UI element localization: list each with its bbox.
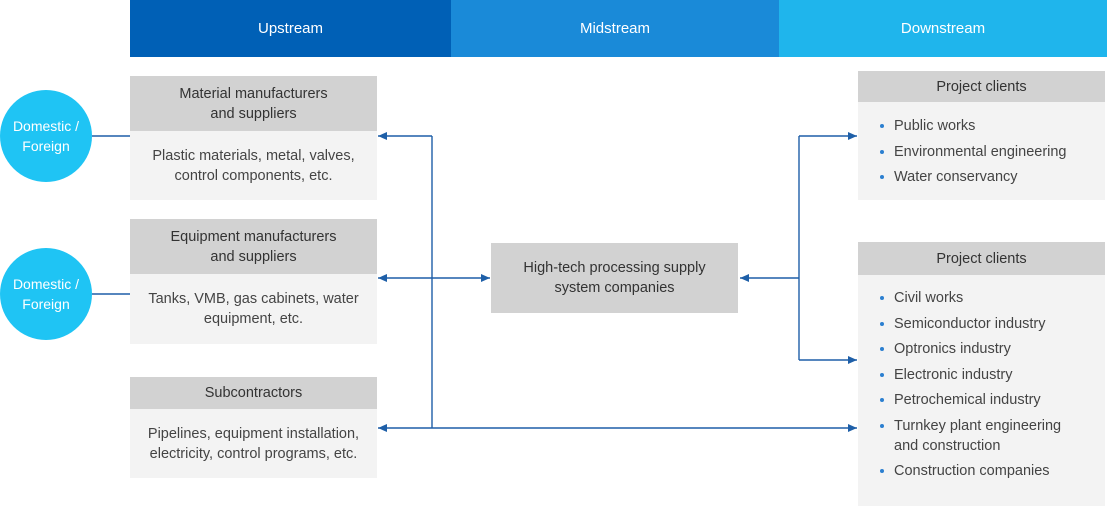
header-midstream-label: Midstream xyxy=(579,20,650,37)
header-upstream: Upstream xyxy=(130,0,451,57)
material-manufacturers-box: Material manufacturers and suppliers Pla… xyxy=(130,76,377,200)
list-item: Electronic industry xyxy=(858,365,1105,385)
source-circle-2: Domestic / Foreign xyxy=(0,248,92,340)
list-item: Petrochemical industry xyxy=(858,390,1105,410)
source-circle-1-label: Domestic / Foreign xyxy=(12,118,80,154)
midstream-line: High-tech processing supply xyxy=(523,260,706,276)
header-downstream: Downstream xyxy=(779,0,1107,57)
high-tech-processing-box: High-tech processing supply system compa… xyxy=(491,243,738,313)
title-line: Equipment manufacturers xyxy=(170,228,337,245)
title-line: and suppliers xyxy=(210,248,297,265)
description-line: Tanks, VMB, gas cabinets, water xyxy=(148,291,359,307)
description-line: Pipelines, equipment installation, xyxy=(147,425,360,442)
equipment-manufacturers-description: Tanks, VMB, gas cabinets, water equipmen… xyxy=(130,274,377,344)
description-line: equipment, etc. xyxy=(203,311,304,327)
list-item: Civil works xyxy=(858,288,1105,308)
equipment-manufacturers-title: Equipment manufacturers and suppliers xyxy=(130,219,377,274)
list-item: Construction companies xyxy=(858,461,1105,481)
project-clients-list-1: Public works Environmental engineering W… xyxy=(858,102,1105,187)
subcontractors-title: Subcontractors xyxy=(130,377,377,409)
header-downstream-label: Downstream xyxy=(900,20,986,37)
title-line: Subcontractors xyxy=(204,385,303,401)
header-midstream: Midstream xyxy=(451,0,779,57)
project-clients-title-1: Project clients xyxy=(858,71,1105,102)
midstream-line: system companies xyxy=(554,280,675,296)
title-line: and suppliers xyxy=(210,105,297,122)
source-circle-1: Domestic / Foreign xyxy=(0,90,92,182)
list-item: Optronics industry xyxy=(858,339,1105,359)
title-line: Material manufacturers xyxy=(179,85,328,102)
subcontractors-description: Pipelines, equipment installation, elect… xyxy=(130,409,377,478)
description-line: electricity, control programs, etc. xyxy=(149,445,358,462)
material-manufacturers-title: Material manufacturers and suppliers xyxy=(130,76,377,131)
description-line: control components, etc. xyxy=(174,167,333,184)
material-manufacturers-description: Plastic materials, metal, valves, contro… xyxy=(130,131,377,200)
list-item: Water conservancy xyxy=(858,167,1105,187)
list-item: Environmental engineering xyxy=(858,142,1105,162)
header-upstream-label: Upstream xyxy=(257,20,324,37)
subcontractors-box: Subcontractors Pipelines, equipment inst… xyxy=(130,377,377,478)
source-circle-2-label: Domestic / Foreign xyxy=(12,276,80,312)
description-line: Plastic materials, metal, valves, xyxy=(152,147,355,164)
project-clients-list-2: Civil works Semiconductor industry Optro… xyxy=(858,275,1105,481)
project-clients-title-2: Project clients xyxy=(858,242,1105,275)
list-item: Turnkey plant engineering and constructi… xyxy=(858,416,1084,456)
equipment-manufacturers-box: Equipment manufacturers and suppliers Ta… xyxy=(130,219,377,344)
list-item: Semiconductor industry xyxy=(858,314,1105,334)
project-clients-box-2: Project clients Civil works Semiconducto… xyxy=(858,242,1105,506)
project-clients-box-1: Project clients Public works Environment… xyxy=(858,71,1105,200)
list-item: Public works xyxy=(858,116,1105,136)
